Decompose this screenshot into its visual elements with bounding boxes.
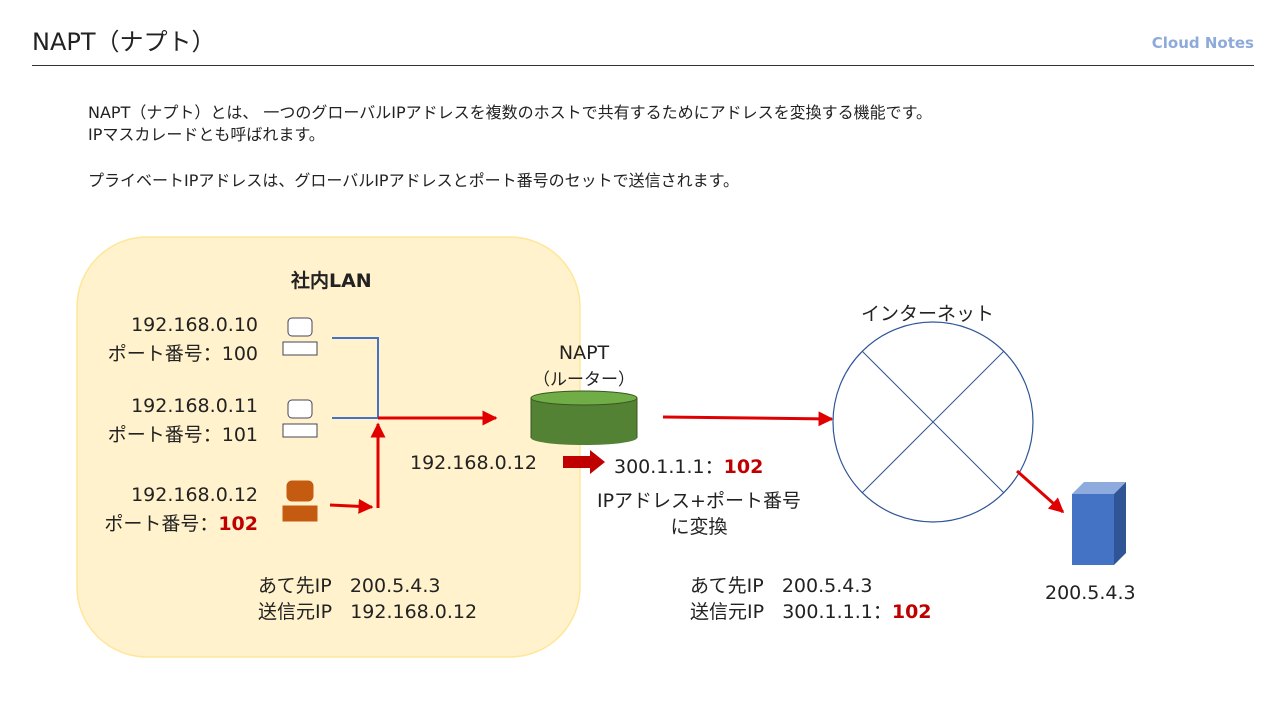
router-to-ip: 300.1.1.1：102 bbox=[614, 456, 764, 478]
wan-packet-src: 送信元IP 300.1.1.1：102 bbox=[690, 601, 932, 623]
router-name: NAPT bbox=[558, 342, 610, 364]
brand-logo-text: Cloud Notes bbox=[1151, 34, 1254, 52]
host-3-ip: 192.168.0.12 bbox=[131, 484, 258, 506]
server-icon bbox=[1072, 482, 1126, 565]
internet-to-server-arrow bbox=[1016, 469, 1065, 514]
pc-icon-host-2 bbox=[282, 399, 318, 438]
host-1-port: ポート番号：100 bbox=[107, 343, 258, 365]
pc-icon-host-1 bbox=[282, 317, 318, 356]
packet-arrow-from-host bbox=[329, 498, 374, 514]
server-ip: 200.5.4.3 bbox=[1045, 582, 1136, 604]
internet-label: インターネット bbox=[861, 303, 995, 325]
intro-line-1: NAPT（ナプト）とは、 一つのグローバルIPアドレスを複数のホストで共有するた… bbox=[88, 103, 933, 122]
page-title: NAPT（ナプト） bbox=[32, 28, 216, 56]
lan-packet-src: 送信元IP 192.168.0.12 bbox=[258, 601, 478, 623]
router-note-1: IPアドレス+ポート番号 bbox=[597, 490, 801, 512]
intro-line-3: プライベートIPアドレスは、グローバルIPアドレスとポート番号のセットで送信され… bbox=[88, 171, 739, 190]
lan-packet-dst: あて先IP 200.5.4.3 bbox=[258, 575, 441, 597]
router-note-2: に変換 bbox=[670, 516, 728, 538]
lan-line-host-1 bbox=[332, 337, 379, 418]
conversion-arrow bbox=[563, 450, 605, 474]
wan-packet-dst: あて先IP 200.5.4.3 bbox=[690, 575, 873, 597]
internet-cloud-icon bbox=[832, 321, 1034, 523]
lan-title: 社内LAN bbox=[291, 270, 372, 292]
router-to-internet-arrow bbox=[662, 411, 834, 427]
pc-icon-host-3-active bbox=[282, 480, 318, 522]
intro-line-2: IPマスカレードとも呼ばれます。 bbox=[88, 125, 325, 144]
router-subtitle: （ルーター） bbox=[533, 370, 635, 390]
host-2-port: ポート番号：101 bbox=[107, 424, 258, 446]
router-icon bbox=[530, 390, 638, 445]
router-from-ip: 192.168.0.12 bbox=[410, 452, 537, 474]
host-1-ip: 192.168.0.10 bbox=[131, 314, 258, 336]
title-divider bbox=[32, 65, 1254, 66]
lan-area bbox=[76, 236, 581, 658]
host-3-port: ポート番号：102 bbox=[104, 513, 258, 535]
host-2-ip: 192.168.0.11 bbox=[131, 395, 258, 417]
intro-text: NAPT（ナプト）とは、 一つのグローバルIPアドレスを複数のホストで共有するた… bbox=[88, 102, 932, 192]
